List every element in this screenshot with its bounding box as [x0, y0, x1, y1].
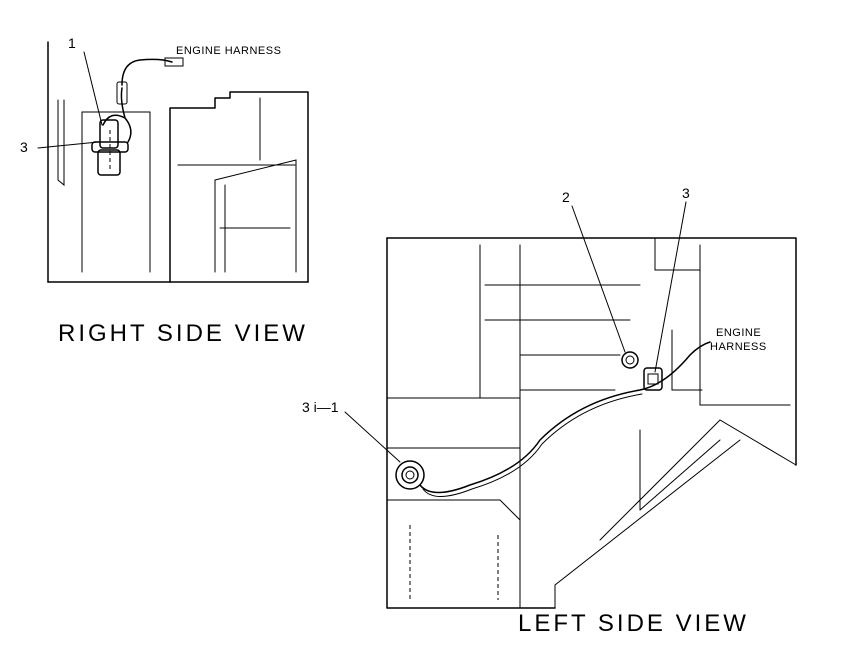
- left-upper-sensor: [621, 351, 663, 391]
- callout-2-left: 2: [562, 189, 570, 205]
- left-lower-sensor: [395, 460, 425, 490]
- callout-3-right: 3: [20, 139, 28, 155]
- right-side-view-title: RIGHT SIDE VIEW: [58, 320, 308, 347]
- left-side-view-title: LEFT SIDE VIEW: [518, 610, 749, 637]
- engine-label-left: ENGINE: [716, 327, 762, 339]
- right-side-view-drawing: [37, 41, 309, 283]
- callout-3-left: 3: [682, 185, 690, 201]
- right-sensor: [91, 81, 132, 176]
- callout-1-right: 1: [68, 35, 76, 51]
- harness-label-left: HARNESS: [710, 341, 767, 353]
- callout-3-1-left: 3 i—1: [302, 399, 339, 415]
- left-side-view-drawing: [344, 201, 797, 609]
- engine-harness-label-right: ENGINE HARNESS: [176, 45, 282, 57]
